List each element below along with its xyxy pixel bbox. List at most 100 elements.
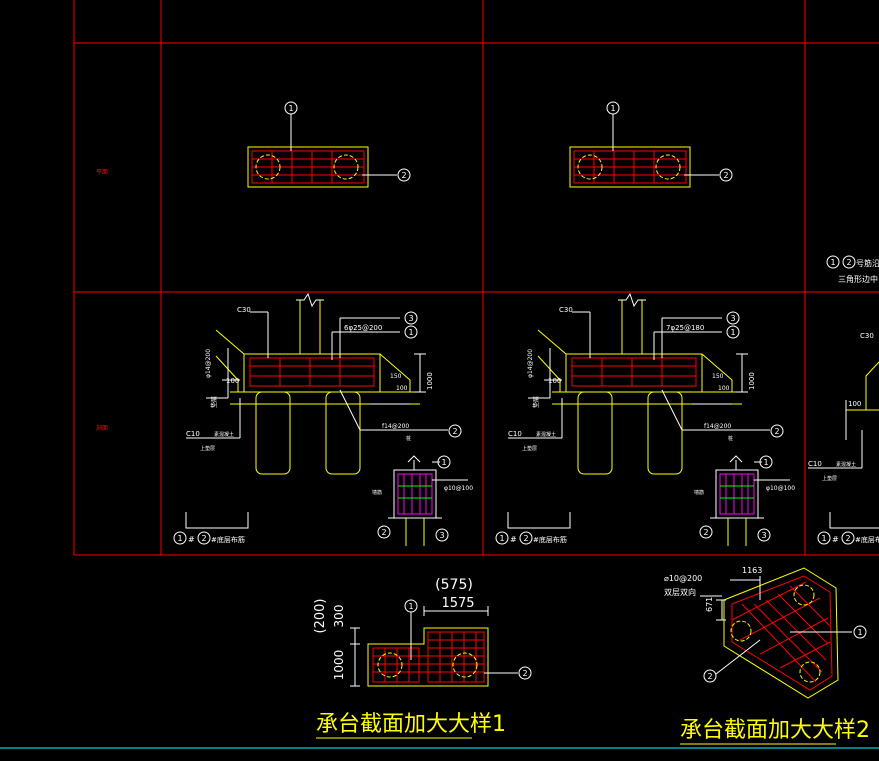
concrete-grade-label: C30	[237, 306, 251, 314]
callout-circle	[842, 255, 856, 269]
note-label: 素混凝土	[836, 461, 856, 468]
title-join: #	[510, 535, 517, 544]
pile-cap-plan-b	[569, 114, 719, 188]
callout-circle	[726, 311, 740, 325]
callout-circle	[757, 528, 771, 542]
dim-label: 100	[548, 377, 561, 385]
callout-circle	[699, 525, 713, 539]
callout-label: 2	[774, 427, 779, 436]
callout-label: 1	[610, 104, 615, 113]
row-label-section: 剖面	[96, 424, 108, 432]
panel-a: 1 2	[173, 101, 473, 546]
dim-label: 1575	[441, 596, 474, 611]
callout-circle	[703, 669, 717, 683]
callout-label: 1	[288, 104, 293, 113]
callout-label: 2	[401, 171, 406, 180]
panel-subtitle: #底层布筋	[855, 535, 879, 544]
callout-label: 3	[730, 314, 735, 323]
c10-label: C10	[508, 430, 522, 438]
dim-label: (575)	[435, 577, 473, 593]
callout-label: 3	[408, 314, 413, 323]
note-label: 素混凝土	[536, 431, 556, 438]
stirrup-detail-a	[388, 455, 468, 546]
stirrup-detail-b	[710, 455, 790, 546]
title-join: #	[832, 535, 839, 544]
callout-label: 2	[381, 528, 386, 537]
callout-circle	[284, 101, 298, 115]
callout-circle	[397, 168, 411, 182]
callout-circle	[826, 255, 840, 269]
callout-circle	[404, 325, 418, 339]
callout-label: 2	[452, 427, 457, 436]
callout-label: 1	[730, 328, 735, 337]
note-label: 桩	[406, 435, 411, 442]
stirrup-label: f14@200	[704, 423, 731, 430]
callout-circle	[719, 168, 733, 182]
callout-label: 1	[177, 534, 182, 543]
callout-label: 3	[761, 531, 766, 540]
callout-label: 1	[408, 602, 413, 611]
panel-b: 1 2	[495, 101, 795, 546]
detail-title: 承台截面加大大样2	[680, 718, 870, 743]
callout-label: 1	[763, 458, 768, 467]
note-label: 桩	[728, 435, 733, 442]
note-label: 垫层	[532, 396, 540, 408]
note-label: 素混凝土	[214, 431, 234, 438]
note-label: 垫层	[210, 396, 218, 408]
note-label: 上垫层	[522, 445, 537, 452]
dim-label: 150	[712, 373, 724, 380]
table-grid	[73, 0, 879, 556]
callout-label: 1	[441, 458, 446, 467]
top-bar-label: 7φ25@180	[666, 324, 704, 332]
callout-label: 2	[845, 534, 850, 543]
detail-title: 承台截面加大大样1	[316, 712, 506, 737]
dim-label: 1163	[742, 566, 762, 575]
dim-label: 1000	[426, 372, 434, 390]
note-label: 上垫层	[200, 445, 215, 452]
stirrup-label: f14@200	[382, 423, 409, 430]
c10-label: C10	[808, 460, 822, 468]
dim-label: 100	[226, 377, 239, 385]
callout-circle	[518, 666, 532, 680]
callout-label: 2	[522, 669, 527, 678]
dim-label: (200)	[313, 599, 328, 634]
callout-circle	[404, 599, 418, 613]
callout-circle	[448, 424, 462, 438]
callout-label: 2	[723, 171, 728, 180]
note-text: 三角形边中	[838, 274, 878, 284]
dim-label: 150	[390, 373, 402, 380]
row-label-plan: 平面	[96, 169, 108, 176]
title-join: #	[188, 535, 195, 544]
note-label: 墙筋	[372, 489, 382, 496]
callout-circle	[726, 325, 740, 339]
dim-label: 1000	[748, 372, 756, 390]
rebar-note: 双层双向	[664, 587, 696, 597]
callout-circle	[437, 455, 451, 469]
callout-label: 1	[408, 328, 413, 337]
callout-label: 3	[439, 531, 444, 540]
callout-circle	[173, 531, 187, 545]
callout-circle	[377, 525, 391, 539]
top-bar-label: 6φ25@200	[344, 324, 382, 332]
dim-label: 1000	[332, 650, 346, 681]
callout-circle	[495, 531, 509, 545]
dim-label: 100	[848, 400, 861, 408]
side-bar-label: φ14@200	[527, 349, 534, 378]
callout-circle	[853, 625, 867, 639]
callout-label: 2	[707, 672, 712, 681]
dim-label: 100	[396, 385, 408, 392]
detail-1	[350, 606, 518, 687]
pile-cap-plan-a	[247, 114, 397, 188]
rebar-note: ⌀10@200	[664, 574, 702, 583]
callout-circle	[435, 528, 449, 542]
callout-circle	[770, 424, 784, 438]
note-text: 号筋沿	[856, 258, 879, 268]
callout-label: 1	[499, 534, 504, 543]
callout-circle	[519, 531, 533, 545]
panel-subtitle: #底层布筋	[211, 535, 245, 544]
callout-label: 2	[703, 528, 708, 537]
callout-label: 1	[830, 258, 835, 267]
concrete-grade-label: C30	[860, 332, 874, 340]
c10-label: C10	[186, 430, 200, 438]
